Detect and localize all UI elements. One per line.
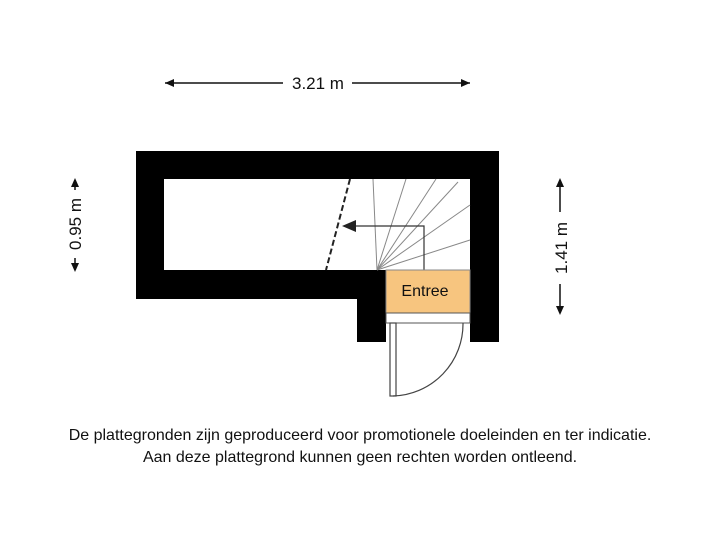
stair-tread: [372, 178, 378, 271]
entrance-room-label: Entree: [401, 283, 448, 300]
disclaimer-line-2: Aan deze plattegrond kunnen geen rechten…: [142, 449, 578, 466]
stair-tread: [376, 178, 437, 271]
wall-bottom: [136, 270, 386, 299]
arrow-up-icon: [556, 178, 564, 187]
left-height-dimension: 0.95 m: [66, 178, 85, 272]
entrance-door: [385, 312, 471, 397]
stair-direction-arrow-icon: [342, 220, 356, 232]
disclaimer: De plattegronden zijn geproduceerd voor …: [0, 425, 720, 469]
door-leaf: [389, 322, 397, 397]
arrow-down-icon: [71, 263, 79, 272]
wall-top: [136, 151, 499, 179]
disclaimer-line-1: De plattegronden zijn geproduceerd voor …: [68, 427, 652, 444]
arrow-right-icon: [461, 79, 470, 87]
left-height-label: 0.95 m: [66, 198, 85, 250]
entrance-room: [385, 269, 471, 314]
door-swing-arc: [392, 322, 464, 397]
walls: [136, 151, 499, 342]
arrow-up-icon: [71, 178, 79, 187]
stair-cut-line: [325, 178, 351, 271]
wall-entrance-left: [357, 270, 386, 342]
right-height-dimension: 1.41 m: [552, 178, 571, 315]
width-dimension-label: 3.21 m: [292, 74, 344, 93]
stair-tread: [376, 178, 407, 271]
width-dimension: 3.21 m: [165, 74, 470, 93]
arrow-left-icon: [165, 79, 174, 87]
right-height-label: 1.41 m: [552, 222, 571, 274]
wall-right: [470, 151, 499, 342]
floor-plan: 3.21 m 0.95 m 1.41 m: [66, 74, 571, 397]
staircase: [325, 178, 471, 271]
stair-walk-line: [350, 225, 425, 270]
arrow-down-icon: [556, 306, 564, 315]
door-frame: [385, 312, 471, 324]
